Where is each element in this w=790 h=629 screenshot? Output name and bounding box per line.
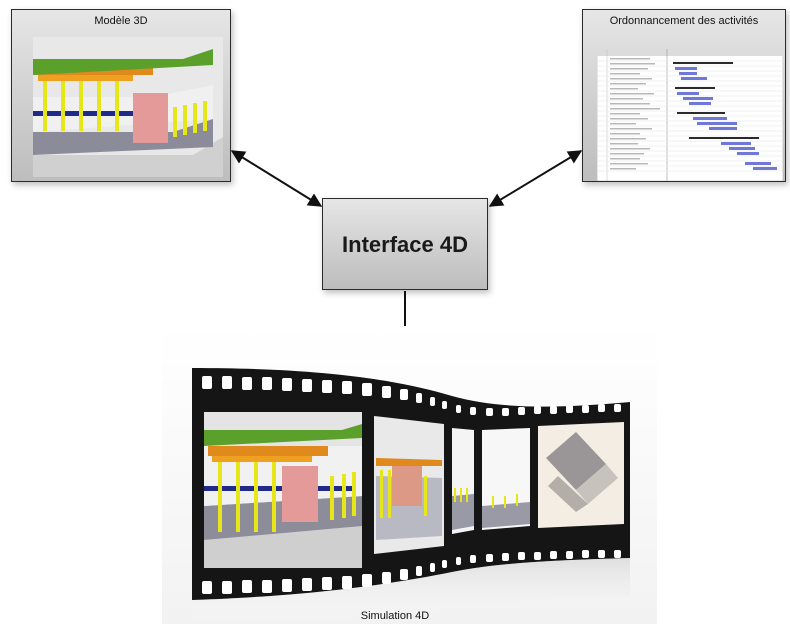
model-3d-title: Modèle 3D [94, 15, 148, 27]
schedule-panel: Ordonnancement des activités [582, 9, 786, 182]
interface-4d-box: Interface 4D [322, 198, 488, 290]
film-strip-icon [162, 326, 657, 624]
interface-4d-label: Interface 4D [342, 232, 468, 257]
gantt-chart-thumbnail [597, 49, 783, 181]
double-arrow-schedule-interface [488, 150, 583, 207]
building-model-icon [33, 37, 223, 177]
schedule-title: Ordonnancement des activités [609, 15, 759, 27]
film-frame-1 [204, 412, 362, 568]
model-3d-thumbnail [33, 37, 223, 177]
simulation-4d-label: Simulation 4D [360, 610, 430, 622]
gantt-chart-icon [597, 49, 783, 181]
film-frame-2 [374, 416, 444, 554]
film-frame-4 [482, 428, 530, 530]
film-frame-5 [538, 422, 624, 528]
film-frame-3 [452, 428, 474, 534]
simulation-4d-film [162, 326, 657, 624]
double-arrow-model-interface [230, 150, 323, 207]
model-3d-panel: Modèle 3D [11, 9, 231, 182]
